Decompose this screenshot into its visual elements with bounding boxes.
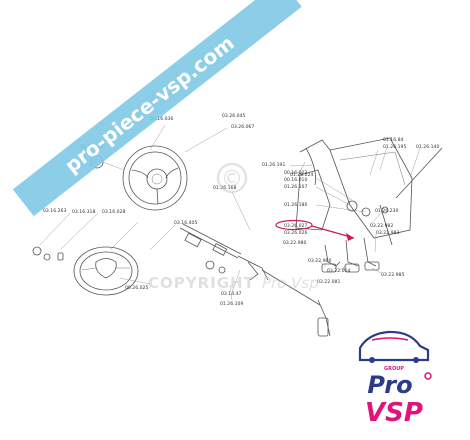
label-03-14-47: 03.14.47 <box>221 291 242 297</box>
label-01-26-224: 01.26.224 <box>290 172 313 178</box>
logo-group-text: GROUP <box>384 366 404 372</box>
highlight-arrow-head <box>346 233 354 241</box>
steering-column <box>179 223 331 337</box>
copyright-tail: Pro Vsp <box>262 274 319 292</box>
label-03-22-985: 03.22.985 <box>381 272 404 278</box>
provsp-logo: GROUP Pro VSP <box>358 330 432 428</box>
label-03-16-028: 03.16.028 <box>102 209 125 215</box>
highlight-marker <box>275 219 355 241</box>
label-01-26-168: 01.26.168 <box>213 185 236 191</box>
highlight-oval <box>275 219 313 231</box>
label-01-26-230: 01.26.230 <box>375 208 398 214</box>
part-labels: 08.16.036 03.26.045 03.26.067 03.16.046 … <box>43 113 439 307</box>
label-03-26-027: 03.26.027 <box>284 223 307 229</box>
label-01-16-84: 01.16.84 <box>383 137 404 143</box>
label-03-22-980-a: 03.22.980 <box>283 240 306 246</box>
label-03-22-064: 03.22.064 <box>327 268 350 274</box>
label-00-26-025: 00.26.025 <box>125 285 148 291</box>
label-08-16-036: 08.16.036 <box>150 116 173 122</box>
logo-vsp-text: VSP <box>365 398 423 428</box>
site-banner: pro-piece-vsp.com <box>12 0 302 217</box>
logo-pro-text: Pro <box>367 371 412 399</box>
copyright-watermark: © COPYRIGHT Pro Vsp <box>148 162 319 292</box>
copyright-symbol: © <box>221 167 243 192</box>
label-03-16-405: 03.16.405 <box>174 220 197 226</box>
label-01-26-140: 01.26.140 <box>416 144 439 150</box>
label-01-26-180: 01.26.180 <box>284 202 307 208</box>
label-03-22-982: 03.22.982 <box>370 223 393 229</box>
label-03-22-081: 03.22.081 <box>317 279 340 285</box>
label-01-26-107: 01.26.107 <box>284 184 307 190</box>
logo-dot-icon <box>424 372 432 380</box>
label-01-26-109: 01.26.109 <box>220 301 243 307</box>
label-00-16-022: 00.16.022 <box>284 170 307 176</box>
pedal-box <box>295 137 443 273</box>
label-01-26-191: 01.26.191 <box>262 162 285 168</box>
label-03-16-318: 03.16.318 <box>72 209 95 215</box>
label-03-22-983: 03.22.983 <box>376 230 399 236</box>
label-03-26-045: 03.26.045 <box>222 113 245 119</box>
label-03-26-026: 03.26.026 <box>284 230 307 236</box>
label-00-16-010: 00.16.010 <box>284 177 307 183</box>
label-03-16-263: 03.16.263 <box>43 208 66 214</box>
steering-wheel-sport <box>73 246 139 296</box>
copyright-text: COPYRIGHT <box>148 274 255 292</box>
label-03-26-067: 03.26.067 <box>231 124 254 130</box>
label-03-22-960: 03.22.960 <box>308 258 331 264</box>
site-banner-text: pro-piece-vsp.com <box>60 31 239 178</box>
steering-wheel-round <box>122 145 188 211</box>
small-left-parts <box>32 246 64 261</box>
car-outline-icon <box>358 330 430 363</box>
label-01-26-195: 01.26.195 <box>383 144 406 150</box>
leader-lines <box>39 124 421 301</box>
